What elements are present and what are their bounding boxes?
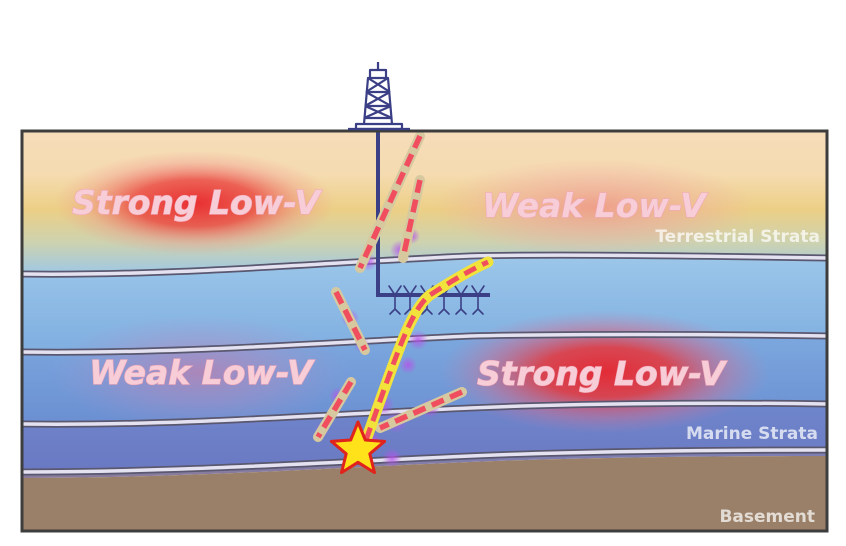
zone-label-upper-right: Weak Low-V xyxy=(482,186,708,225)
weak-low-v-blob-upper-right xyxy=(435,159,755,255)
cross-section-frame xyxy=(20,129,829,533)
zone-label-lower-left: Weak Low-V xyxy=(89,353,315,392)
zone-label-upper-left: Strong Low-V xyxy=(72,183,323,222)
basement-layer xyxy=(22,456,827,531)
faults xyxy=(315,134,464,439)
horizontal-well xyxy=(376,131,490,297)
basement-label: Basement xyxy=(719,507,815,527)
strong-low-v-blob-upper-left xyxy=(55,151,335,255)
strata-boundaries-highlight xyxy=(22,253,827,474)
fault-4 xyxy=(315,380,354,439)
active-fault xyxy=(363,259,490,441)
marine-layer-4 xyxy=(22,450,827,478)
earthquake-hypocenter-star-icon xyxy=(329,420,387,475)
fault-5 xyxy=(378,389,464,431)
fault-3 xyxy=(333,290,368,352)
fault-1 xyxy=(357,134,423,270)
strata-layers xyxy=(22,131,827,531)
marine-strata-label: Marine Strata xyxy=(686,424,818,444)
terrestrial-strata-label: Terrestrial Strata xyxy=(655,227,820,247)
zone-label-lower-right: Strong Low-V xyxy=(477,354,728,393)
drilling-rig-icon xyxy=(348,62,410,131)
fault-2 xyxy=(400,179,423,259)
